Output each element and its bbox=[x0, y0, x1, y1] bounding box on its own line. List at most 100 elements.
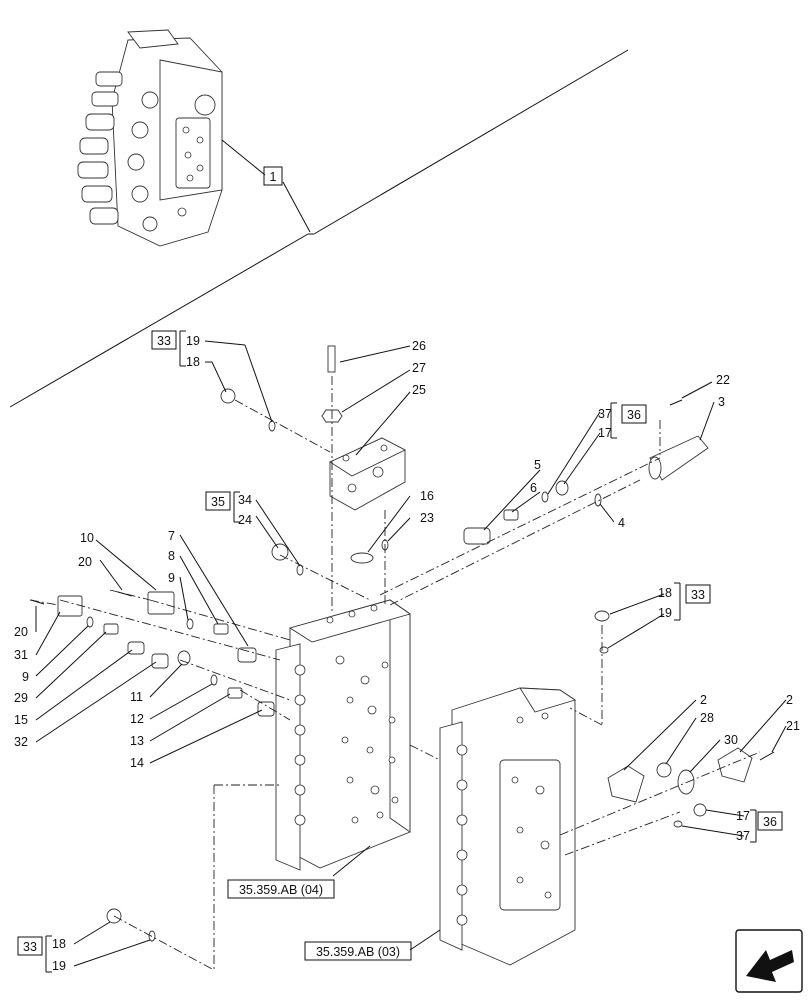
kit-label-36-bottom: 36 bbox=[763, 815, 777, 829]
callout-2-left: 2 bbox=[700, 693, 707, 707]
callout-30: 30 bbox=[724, 733, 738, 747]
ref-box-03[interactable] bbox=[304, 941, 412, 961]
kit-label-36-top: 36 bbox=[627, 408, 641, 422]
callout-9-left: 9 bbox=[22, 670, 29, 684]
callout-2-right: 2 bbox=[786, 693, 793, 707]
plug-15 bbox=[127, 641, 145, 655]
spring-13 bbox=[227, 687, 243, 699]
callout-31: 31 bbox=[14, 648, 28, 662]
seal-19-bottom bbox=[148, 930, 156, 942]
leader-lines bbox=[35, 330, 787, 973]
cylinder-3-end bbox=[648, 456, 662, 480]
callout-18-right: 18 bbox=[658, 586, 672, 600]
callout-19-bottom: 19 bbox=[52, 959, 66, 973]
valve-section-03 bbox=[439, 687, 577, 966]
valve-section-04 bbox=[275, 599, 412, 871]
kit-label-33-bottom: 33 bbox=[23, 940, 37, 954]
callout-11: 11 bbox=[130, 690, 143, 704]
callout-box-1 bbox=[263, 166, 283, 186]
callout-5: 5 bbox=[534, 458, 541, 472]
callout-1: 1 bbox=[270, 170, 277, 184]
screw-22 bbox=[669, 399, 683, 406]
callout-14: 14 bbox=[130, 756, 144, 770]
callout-labels: 33 19 18 26 27 25 35 34 24 16 23 10 20 7… bbox=[14, 334, 800, 973]
plug-11 bbox=[177, 650, 191, 666]
seal-37-top bbox=[541, 491, 549, 503]
plug-17-top bbox=[555, 480, 569, 496]
callout-27: 27 bbox=[412, 361, 426, 375]
spring-8 bbox=[213, 623, 229, 635]
block-31 bbox=[57, 595, 83, 617]
callout-26: 26 bbox=[412, 339, 426, 353]
callout-37-top: 37 bbox=[598, 407, 612, 421]
kit-label-33-right: 33 bbox=[691, 588, 705, 602]
plug-7 bbox=[237, 647, 257, 663]
callout-16: 16 bbox=[420, 489, 434, 503]
plug-28 bbox=[656, 762, 672, 778]
callout-9-right: 9 bbox=[168, 571, 175, 585]
valve-assembly-thumbnail bbox=[77, 29, 223, 247]
arrow-icon[interactable] bbox=[735, 929, 803, 993]
spring-6 bbox=[503, 509, 519, 521]
spring-29 bbox=[103, 623, 119, 635]
callout-10: 10 bbox=[80, 531, 94, 545]
ref-box-04[interactable] bbox=[227, 879, 335, 899]
callout-3: 3 bbox=[718, 395, 725, 409]
seal-19-right bbox=[599, 646, 609, 654]
kit-boxes bbox=[17, 330, 783, 961]
spool-5 bbox=[463, 527, 491, 545]
callout-19-right: 19 bbox=[658, 606, 672, 620]
callout-12: 12 bbox=[130, 712, 144, 726]
bolt-21 bbox=[759, 751, 775, 761]
plug-18-top bbox=[220, 388, 236, 404]
callout-8: 8 bbox=[168, 549, 175, 563]
callout-37-bottom: 37 bbox=[736, 829, 750, 843]
callout-22: 22 bbox=[716, 373, 730, 387]
callout-32: 32 bbox=[14, 735, 28, 749]
cover-2-right bbox=[717, 747, 753, 783]
piston-32 bbox=[151, 653, 169, 669]
callout-15: 15 bbox=[14, 713, 28, 727]
callout-7: 7 bbox=[168, 529, 175, 543]
cover-plate-25 bbox=[329, 437, 406, 511]
callout-23: 23 bbox=[420, 511, 434, 525]
assembly-centerlines bbox=[29, 376, 761, 971]
plug-18-right bbox=[594, 610, 610, 622]
kit-label-35: 35 bbox=[211, 495, 225, 509]
kit-label-33-top: 33 bbox=[157, 334, 171, 348]
seal-12 bbox=[210, 674, 218, 686]
callout-21: 21 bbox=[786, 719, 800, 733]
callout-28: 28 bbox=[700, 711, 714, 725]
plug-17-bottom bbox=[693, 803, 707, 817]
callout-17-top: 17 bbox=[598, 426, 612, 440]
separator-line-right bbox=[313, 49, 629, 235]
callout-17-bottom: 17 bbox=[736, 809, 750, 823]
callout-29: 29 bbox=[14, 691, 28, 705]
oring-16 bbox=[350, 552, 374, 564]
callout-4: 4 bbox=[618, 516, 625, 530]
callout-20-mid: 20 bbox=[78, 555, 92, 569]
separator-line-left bbox=[9, 233, 309, 408]
callout-18-top: 18 bbox=[186, 355, 200, 369]
ref-label-04[interactable]: 35.359.AB (04) bbox=[239, 883, 323, 897]
callout-20-left: 20 bbox=[14, 625, 28, 639]
plug-24 bbox=[271, 543, 289, 561]
callout-13: 13 bbox=[130, 734, 144, 748]
seal-4 bbox=[594, 493, 602, 507]
cover-2-left bbox=[607, 765, 645, 803]
seal-9-right bbox=[186, 618, 194, 630]
callout-34: 34 bbox=[238, 493, 252, 507]
seal-37-bottom bbox=[673, 820, 683, 828]
callout-25: 25 bbox=[412, 383, 426, 397]
callout-24: 24 bbox=[238, 513, 252, 527]
seal-9-left bbox=[86, 616, 94, 628]
seal-19-top bbox=[268, 420, 276, 432]
block-10 bbox=[147, 591, 175, 615]
ref-label-03[interactable]: 35.359.AB (03) bbox=[316, 945, 400, 959]
callout-19-top: 19 bbox=[186, 334, 200, 348]
callout-18-bottom: 18 bbox=[52, 937, 66, 951]
callout-6: 6 bbox=[530, 481, 537, 495]
stud-26 bbox=[327, 345, 336, 373]
